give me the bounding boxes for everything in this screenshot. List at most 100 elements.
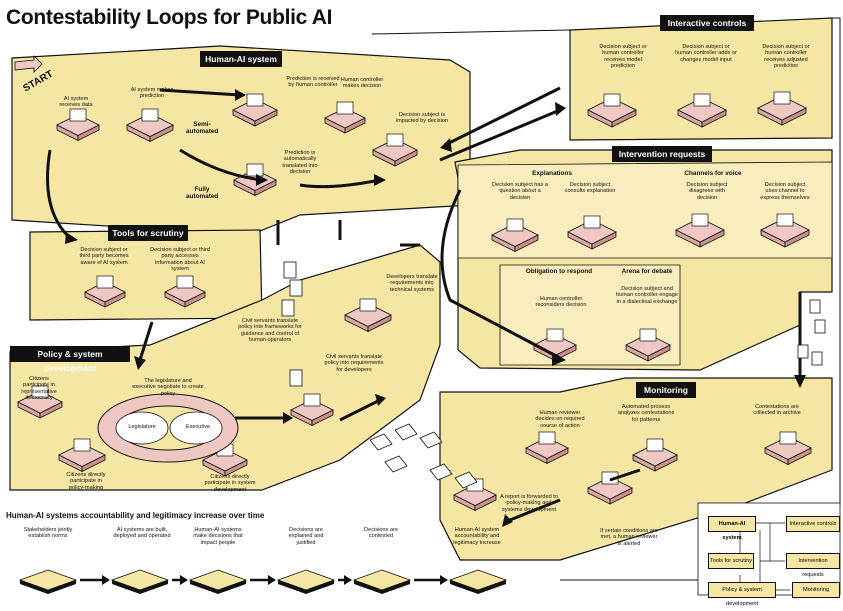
tile-receives-data — [56, 108, 100, 142]
legend-interactive: Interactive controls — [786, 516, 840, 532]
caption-makes-prediction: AI system makes prediction — [130, 87, 174, 100]
caption-arena: Arena for debate — [621, 268, 673, 275]
legend-human-ai: Human-AI system — [708, 516, 756, 541]
timeline-tile-5 — [352, 569, 412, 594]
timeline-tile-4 — [276, 569, 336, 594]
legend-scrutiny: Tools for scrutiny — [708, 553, 754, 569]
caption-legislature: Legislature — [128, 424, 156, 430]
caption-explanations: Explanations — [532, 170, 572, 177]
timeline-step-1: Stakeholders jointly establish norms — [23, 527, 73, 540]
caption-obligation-1: Human controller reconsiders decision — [535, 296, 587, 309]
tile-monitoring-3 — [764, 431, 812, 466]
legend-intervention: Intervention requests — [786, 553, 840, 578]
caption-interactive-1: Decision subject or human controller rec… — [599, 44, 647, 69]
timeline-tile-2 — [110, 569, 170, 594]
tile-makes-prediction — [126, 108, 174, 143]
diagram-tiles — [17, 91, 812, 512]
caption-receives-data: AI system receives data — [59, 96, 93, 109]
start-arrow — [14, 55, 43, 73]
caption-scrutiny-2: Decision subject or third party accesses… — [150, 247, 210, 272]
caption-fully: Fully automated — [186, 186, 219, 201]
region-monitoring — [439, 377, 833, 561]
tile-monitoring-1 — [525, 431, 569, 465]
tile-explanation-1 — [491, 218, 539, 253]
caption-explanation-1: Decision subject has a question about a … — [492, 182, 548, 201]
caption-voice: Channels for voice — [684, 170, 742, 177]
timeline-tile-6 — [448, 569, 508, 594]
tile-received-by — [232, 93, 278, 127]
timeline-step-5: Decisions are contested — [364, 527, 398, 540]
timeline-arrowhead-1 — [102, 575, 110, 585]
caption-explanation-2: Decision subject consults explanation — [564, 182, 616, 195]
timeline-step-4: Decisions are explained and justified — [288, 527, 324, 546]
page-title: Contestability Loops for Public AI — [6, 6, 333, 29]
tile-policy-4 — [202, 443, 248, 477]
caption-monitoring-1: Human reviewer decides on required cours… — [535, 410, 585, 429]
caption-impacted: Decision subject is impacted by decision — [395, 112, 449, 125]
timeline-step-2: AI systems are built, deployed and opera… — [113, 527, 171, 540]
caption-obligation: Obligation to respond — [525, 268, 593, 275]
flow-arrowheads — [65, 89, 806, 527]
caption-interactive-3: Decision subject or human controller rec… — [762, 44, 810, 69]
caption-policy-3: Citizens directly participate in policy-… — [66, 472, 106, 491]
caption-monitoring-5: If certain conditions are met, a human r… — [600, 528, 658, 547]
caption-monitoring-3: Contestations are collected in archive — [753, 404, 801, 417]
caption-monitoring-2: Automated process analyzes contestations… — [617, 404, 675, 423]
caption-voice-1: Decision subject disagrees with decision — [686, 182, 728, 201]
tile-impacted — [372, 133, 418, 167]
tile-controller-decides — [324, 101, 366, 134]
tile-voice-1 — [675, 213, 725, 248]
tile-policy-5 — [290, 393, 334, 427]
tile-scrutiny-2 — [164, 275, 206, 308]
section-human-ai-label: Human-AI system — [200, 51, 282, 67]
timeline — [18, 569, 508, 594]
tile-policy-3 — [58, 438, 106, 473]
timeline-step-3: Human-AI systems make decisions that imp… — [193, 527, 243, 546]
caption-policy-6: Civil servants translate policy into fra… — [238, 318, 302, 343]
caption-monitoring-4: A report is forwarded to policy-making a… — [500, 494, 558, 513]
timeline-arrowhead-5 — [440, 575, 448, 585]
region-scrutiny — [29, 229, 263, 321]
legend-policy: Policy & system development — [708, 582, 776, 607]
section-policy-label: Policy & system development — [10, 346, 130, 373]
section-interactive-label: Interactive controls — [660, 15, 754, 31]
caption-interactive-2: Decision subject or human controller add… — [675, 44, 737, 63]
caption-policy-2: The legislature and executive negotiate … — [132, 378, 204, 397]
timeline-tile-1 — [18, 569, 78, 594]
flow-arrows — [46, 86, 802, 522]
tile-monitoring-2 — [632, 438, 678, 472]
timeline-tile-3 — [188, 569, 248, 594]
timeline-title: Human-AI systems accountability and legi… — [6, 511, 265, 520]
legend-monitoring: Monitoring — [792, 582, 840, 598]
caption-controller-decides: Human controller makes decision — [340, 77, 384, 90]
section-scrutiny-label: Tools for scrutiny — [108, 225, 188, 241]
timeline-step-6: Human-AI system accountability and legit… — [453, 527, 501, 546]
tile-interactive-2 — [677, 93, 727, 128]
tile-policy-1 — [17, 385, 63, 419]
tile-interactive-1 — [587, 93, 637, 128]
tile-explanation-2 — [567, 215, 617, 250]
tile-interactive-3 — [757, 91, 807, 126]
caption-policy-5: Civil servants translate policy into req… — [324, 354, 384, 373]
timeline-arrowhead-3 — [268, 575, 276, 585]
caption-executive: Executive — [185, 424, 211, 430]
caption-auto-translated: Prediction is automatically translated i… — [282, 150, 318, 175]
tile-arena — [625, 328, 671, 362]
caption-policy-4: Citizens directly participate in system … — [204, 474, 256, 493]
caption-received-by: Prediction is received by human controll… — [286, 76, 340, 89]
caption-arena-1: Decision subject and human controller en… — [616, 286, 678, 305]
timeline-arrowhead-4 — [344, 575, 352, 585]
tile-monitoring-4 — [453, 478, 497, 512]
timeline-arrowhead-2 — [180, 575, 188, 585]
region-intervention — [454, 149, 833, 371]
documents — [281, 261, 826, 387]
tile-voice-2 — [760, 213, 810, 248]
caption-voice-2: Decision subject uses channel to express… — [760, 182, 810, 201]
policy-cycle — [97, 393, 239, 463]
section-monitoring-label: Monitoring — [636, 382, 696, 398]
tile-policy-7 — [344, 298, 392, 333]
tile-scrutiny-1 — [84, 275, 126, 308]
tile-monitoring-5 — [587, 471, 633, 505]
